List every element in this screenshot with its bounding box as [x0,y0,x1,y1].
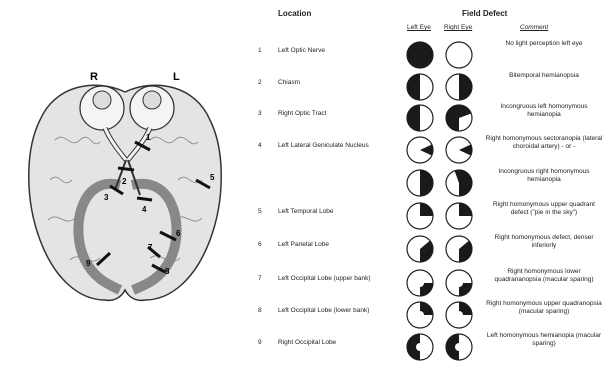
header-location: Location [278,9,311,18]
table-row: 9 Right Occipital Lobe Left homonymous hem… [0,332,605,362]
row-comment: No light perception left eye [484,40,604,48]
row-location: Left Lateral Geniculate Nucleus [278,142,396,150]
row-comment: Right homonymous defect, denser inferior… [484,234,604,249]
right-eye-field-icon [444,40,474,70]
right-eye-field-icon [444,201,474,231]
right-eye-field-icon [444,234,474,264]
header-left-eye: Left Eye [407,24,431,31]
row-number: 5 [258,208,262,215]
row-location: Left Temporal Lobe [278,208,396,216]
left-eye-field-icon [405,234,435,264]
right-eye-field-icon [444,135,474,165]
header-field-defect: Field Defect [462,9,507,18]
left-eye-field-icon [405,300,435,330]
table-row: 1 Left Optic Nerve No light perception lef… [0,40,605,70]
right-eye-field-icon [444,103,474,133]
table-row: 4 Left Lateral Geniculate Nucleus Right ho… [0,135,605,165]
row-location: Left Occipital Lobe (upper bank) [278,275,396,283]
header-comment: Comment [520,24,548,31]
row-comment: Right homonymous upper quadranopsia (mac… [484,300,604,315]
row-number: 8 [258,307,262,314]
right-eye-field-icon [444,300,474,330]
row-number: 6 [258,241,262,248]
row-number: 1 [258,47,262,54]
table-row: 6 Left Parietal Lobe Right homonymous defe… [0,234,605,264]
row-comment: Incongruous right homonymous hemianopia [484,168,604,183]
row-number: 4 [258,142,262,149]
left-eye-field-icon [405,135,435,165]
left-eye-field-icon [405,201,435,231]
left-eye-field-icon [405,72,435,102]
row-comment: Right homonymous sectoranopia (lateral c… [484,135,604,150]
row-number: 9 [258,339,262,346]
table-row: 2 Chiasm Bitemporal hemianopsia [0,72,605,102]
left-eye-field-icon [405,268,435,298]
row-location: Right Optic Tract [278,110,396,118]
table-row: 5 Left Temporal Lobe Right homonymous uppe… [0,201,605,231]
row-location: Left Parietal Lobe [278,241,396,249]
header-right-eye: Right Eye [444,24,472,31]
left-eye-field-icon [405,332,435,362]
table-row: 3 Right Optic Tract Incongruous left homon… [0,103,605,133]
row-comment: Bitemporal hemianopsia [484,72,604,80]
table-row: 7 Left Occipital Lobe (upper bank) Right h… [0,268,605,298]
row-comment: Incongruous left homonymous hemianopia [484,103,604,118]
right-eye-field-icon [444,332,474,362]
table-row: Incongruous right homonymous hemianopia [0,168,605,198]
row-comment: Right homonymous lower quadrananopsia (m… [484,268,604,283]
left-eye-field-icon [405,103,435,133]
left-eye-field-icon [405,40,435,70]
table-row: 8 Left Occipital Lobe (lower bank) Right h… [0,300,605,330]
row-location: Right Occipital Lobe [278,339,396,347]
row-location: Left Optic Nerve [278,47,396,55]
row-location: Chiasm [278,79,396,87]
right-eye-field-icon [444,168,474,198]
row-location: Left Occipital Lobe (lower bank) [278,307,396,315]
row-number: 2 [258,79,262,86]
row-comment: Left homonymous hemianopia (macular spar… [484,332,604,347]
right-eye-field-icon [444,72,474,102]
row-number: 7 [258,275,262,282]
left-eye-field-icon [405,168,435,198]
row-comment: Right homonymous upper quadrant defect (… [484,201,604,216]
right-eye-field-icon [444,268,474,298]
row-number: 3 [258,110,262,117]
